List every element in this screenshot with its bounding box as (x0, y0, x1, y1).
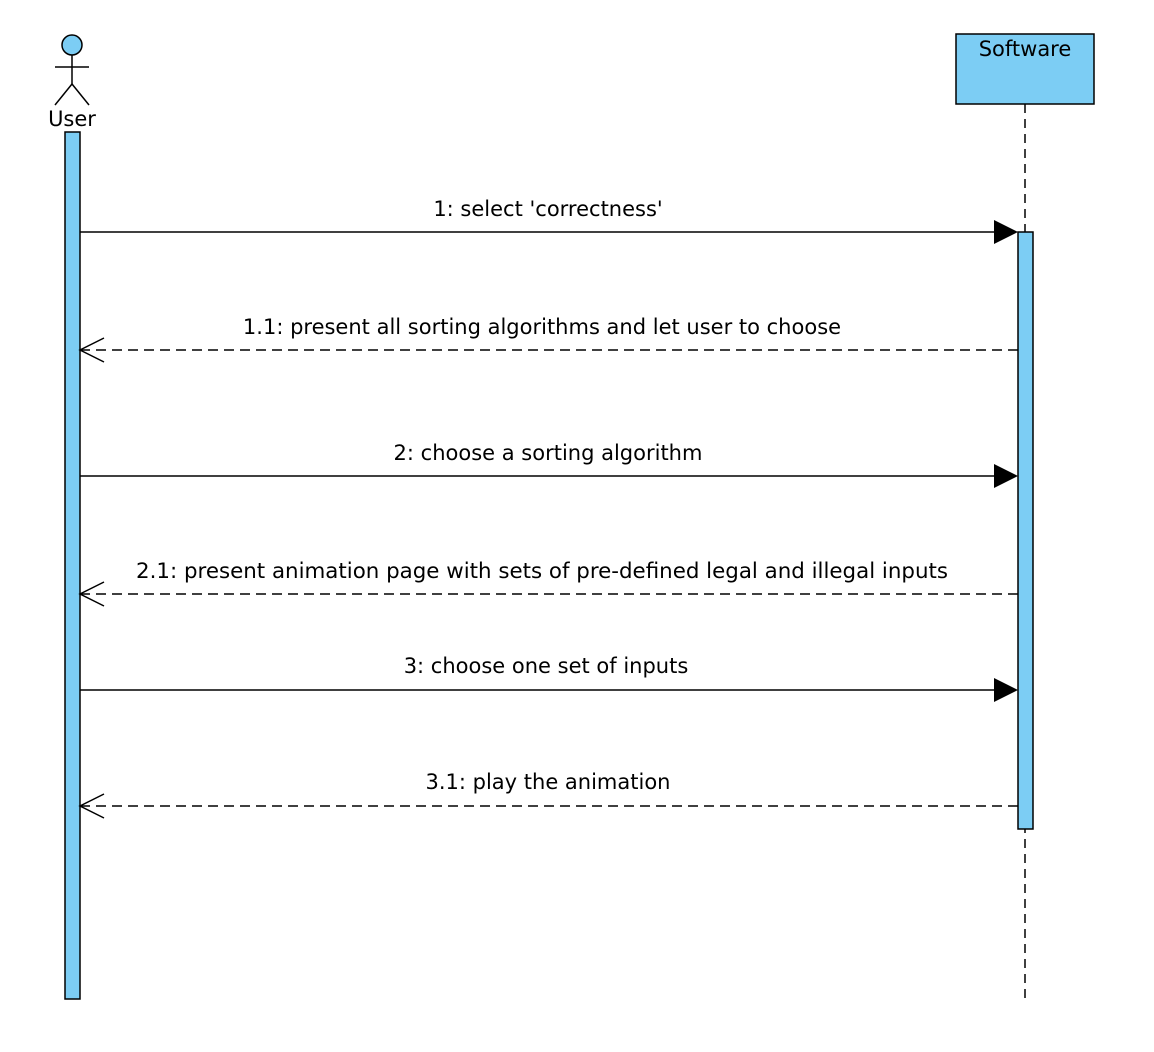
actor-name: User (48, 107, 96, 131)
message-label: 1: select 'correctness' (433, 197, 662, 221)
actor-head (61, 34, 83, 56)
software-participant: Software (955, 33, 1095, 105)
message-1: 1: select 'correctness' (80, 197, 1018, 244)
message-label: 3: choose one set of inputs (404, 654, 689, 678)
message-2: 2: choose a sorting algorithm (80, 441, 1018, 488)
message-label: 2: choose a sorting algorithm (394, 441, 703, 465)
arrowhead-open (78, 793, 105, 819)
message-3: 3: choose one set of inputs (80, 654, 1018, 702)
actor-right-leg (71, 83, 90, 106)
participant-name: Software (979, 37, 1072, 61)
message-3-1: 3.1: play the animation (78, 770, 1018, 819)
user-activation-bar (64, 131, 81, 1000)
arrowhead-filled (994, 464, 1018, 488)
message-label: 2.1: present animation page with sets of… (136, 559, 948, 583)
message-label: 3.1: play the animation (426, 770, 671, 794)
arrowhead-open (78, 581, 105, 607)
message-2-1: 2.1: present animation page with sets of… (78, 559, 1018, 607)
arrowhead-open (78, 337, 105, 363)
arrowhead-filled (994, 678, 1018, 702)
actor-left-leg (54, 83, 73, 106)
message-1-1: 1.1: present all sorting algorithms and … (78, 315, 1018, 363)
user-actor: User (48, 34, 96, 131)
participant-box (955, 33, 1095, 105)
message-label: 1.1: present all sorting algorithms and … (243, 315, 841, 339)
arrowhead-filled (994, 220, 1018, 244)
software-activation-bar (1017, 231, 1034, 830)
